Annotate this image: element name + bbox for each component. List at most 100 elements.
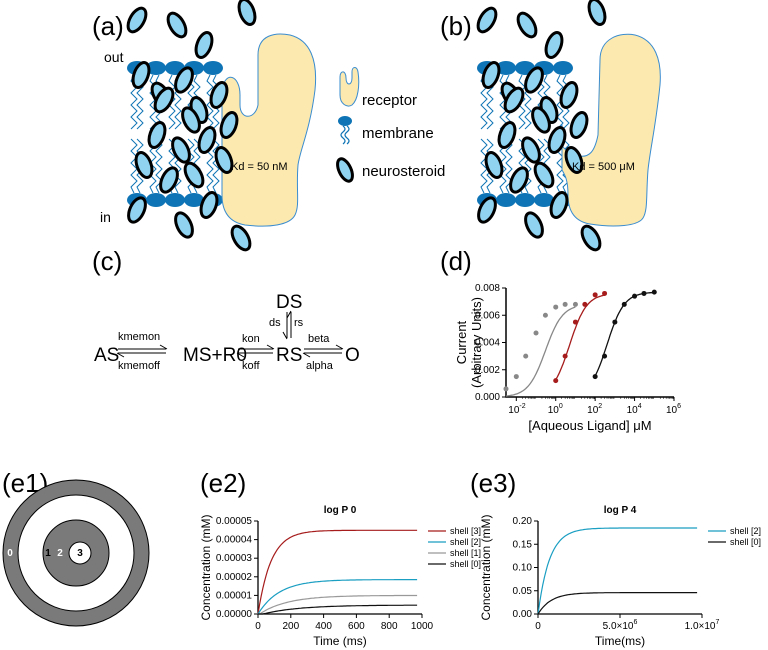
shell-label-0: 0 — [7, 548, 13, 559]
neurosteroid-molecule — [476, 6, 498, 34]
neurosteroid-molecule — [497, 121, 517, 149]
chart-d-ytick-label: 0.008 — [475, 283, 500, 294]
chart-e2-legend-label-2: shell [1] — [450, 548, 481, 558]
lipid-head — [184, 193, 204, 207]
chart-d-point-1 — [582, 301, 588, 307]
chart-d-point-1 — [602, 290, 608, 296]
shell-label-1: 1 — [45, 548, 51, 559]
chart-d-point-0 — [533, 330, 539, 336]
legend-receptor-label: receptor — [362, 92, 417, 109]
rate-ds: ds — [269, 317, 281, 329]
kinetic-scheme: AS MS+R0 RS O DS kmemon kmemoff kon koff… — [94, 292, 360, 372]
state-O: O — [345, 345, 360, 366]
reaction-arrows — [116, 310, 344, 358]
chart-e2-line-3 — [258, 604, 418, 615]
state-MS-R0: MS+R0 — [183, 345, 247, 366]
chart-d-point-2 — [641, 290, 647, 296]
chart-e2-axes — [257, 521, 422, 615]
neurosteroid-molecule — [230, 224, 252, 252]
neurosteroid-molecule — [199, 191, 219, 219]
chart-e2-ytick-label: 0.00005 — [216, 516, 253, 527]
neurosteroid-molecule — [171, 136, 191, 164]
chart-d-point-0 — [523, 353, 529, 359]
chart-e3-ytick-label: 0.10 — [513, 563, 533, 574]
chart-e2-ytick-label: 0.00000 — [216, 609, 253, 620]
shell-diagram: 0 1 2 3 — [2, 479, 150, 627]
chart-e3-ytick-label: 0.15 — [513, 539, 533, 550]
neurosteroid-molecule — [559, 81, 579, 109]
chart-e2-ytick-label: 0.00004 — [216, 535, 253, 546]
neurosteroid-molecule — [131, 61, 151, 89]
neurosteroid-molecule — [524, 211, 544, 239]
chart-d-xtick-label: 100 — [548, 403, 563, 416]
chart-d-xtick-label: 106 — [666, 403, 681, 416]
chart-e3-legend-label-0: shell [2] — [730, 526, 761, 536]
chart-e2-xtick-label: 800 — [381, 621, 398, 632]
lipid-head — [146, 193, 166, 207]
lipid-head — [496, 61, 516, 75]
chart-d-ytick-label: 0.006 — [475, 310, 500, 321]
neurosteroid-molecule — [237, 0, 257, 26]
neurosteroid-molecule — [547, 126, 567, 154]
chart-e2-legend-label-1: shell [2] — [450, 537, 481, 547]
chart-d-point-2 — [651, 289, 657, 295]
chart-e3-ytick-label: 0.05 — [513, 586, 533, 597]
lipid-head — [496, 193, 516, 207]
chart-d-point-0 — [513, 374, 519, 380]
chart-e3-legend-label-1: shell [0] — [730, 537, 761, 547]
chart-e3-line-0 — [537, 527, 698, 615]
neurosteroid-molecule — [166, 11, 188, 39]
lipid-head — [146, 61, 166, 75]
receptor-shape-a — [221, 33, 317, 227]
state-RS: RS — [276, 345, 302, 366]
chart-e3-ytick-label: 0.00 — [513, 609, 533, 620]
shell-concentration-chart-logp0: log P 00.000000.000010.000020.000030.000… — [199, 505, 481, 648]
shell-3-core — [68, 541, 92, 565]
panel-label-e2: (e2) — [200, 468, 246, 498]
neurosteroid-molecule — [174, 66, 194, 94]
chart-d-point-0 — [542, 312, 548, 318]
neurosteroid-molecule — [509, 166, 529, 194]
chart-e3-title: log P 4 — [604, 505, 637, 516]
rate-kmemoff: kmemoff — [118, 360, 161, 372]
chart-d-point-1 — [553, 378, 559, 384]
neurosteroid-molecule — [197, 126, 217, 154]
chart-e2-ytick-label: 0.00002 — [216, 572, 253, 583]
chart-e2-ylabel: Concentration (mM) — [199, 514, 213, 620]
legend-membrane-label: membrane — [362, 125, 434, 142]
chart-e3-ytick-label: 0.20 — [513, 516, 533, 527]
neurosteroid-molecule — [209, 81, 229, 109]
chart-e3-xtick-label: 1.0×107 — [685, 619, 720, 632]
neurosteroid-molecule — [516, 11, 538, 39]
chart-e2-title: log P 0 — [324, 505, 357, 516]
rate-alpha: alpha — [306, 360, 334, 372]
panel-label-a: (a) — [92, 11, 124, 41]
neurosteroid-molecule — [549, 191, 569, 219]
lipid-head — [553, 61, 573, 75]
neurosteroid-molecule — [219, 111, 239, 139]
chart-d-ytick-label: 0.000 — [475, 392, 500, 403]
chart-e2-xlabel: Time (ms) — [313, 634, 367, 648]
neurosteroid-molecule — [587, 0, 607, 26]
lipid-head — [534, 193, 554, 207]
chart-d-xtick-label: 102 — [587, 403, 602, 416]
neurosteroid-molecule — [484, 151, 504, 179]
panel-label-d: (d) — [440, 246, 472, 276]
shell-label-2: 2 — [57, 548, 63, 559]
chart-e2-ytick-label: 0.00001 — [216, 590, 253, 601]
out-label: out — [104, 49, 124, 65]
neurosteroid-molecule — [126, 6, 148, 34]
membrane-diagram-b — [476, 0, 661, 252]
lipid-head — [203, 61, 223, 75]
neurosteroid-molecule — [153, 86, 175, 114]
chart-d-point-2 — [621, 301, 627, 307]
neurosteroid-molecule — [174, 211, 194, 239]
chart-d-point-1 — [592, 292, 598, 298]
chart-e3-xtick-label: 0 — [535, 621, 541, 632]
chart-d-point-0 — [572, 301, 578, 307]
chart-d-point-1 — [572, 319, 578, 325]
neurosteroid-molecule — [564, 146, 584, 174]
neurosteroid-molecule — [214, 146, 234, 174]
